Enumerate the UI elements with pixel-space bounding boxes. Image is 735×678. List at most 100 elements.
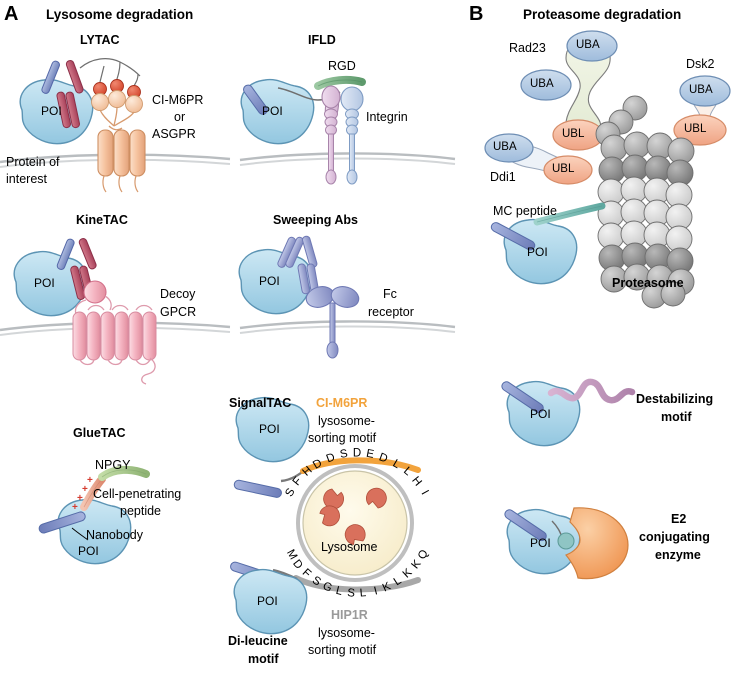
rad23-uba-top xyxy=(566,30,618,62)
lytac-title: LYTAC xyxy=(80,33,120,47)
e2-label-2: conjugating xyxy=(639,530,710,544)
ifld-integrin-beta xyxy=(340,86,364,185)
svg-text:+: + xyxy=(82,484,88,495)
ifld-title: IFLD xyxy=(308,33,336,47)
kinetac-title: KineTAC xyxy=(76,213,128,227)
gluetac-charges: ++ ++ xyxy=(72,475,93,513)
gluetac-npgy-label: NPGY xyxy=(95,458,131,472)
sweeping-receptor-label-2: receptor xyxy=(368,305,414,319)
panel-a-letter: A xyxy=(4,3,19,25)
rad23-uba-mid-label: UBA xyxy=(530,78,554,90)
signaltac-poi-top-label: POI xyxy=(259,422,280,436)
proteasome-barrel xyxy=(595,95,695,309)
ddi1-ubl-label: UBL xyxy=(552,163,575,175)
lytac-glycan-spheres xyxy=(91,79,143,113)
sweeping-fc-receptor xyxy=(305,286,360,359)
signaltac-poi-bottom-label: POI xyxy=(257,594,278,608)
signaltac-title: SignalTAC xyxy=(229,396,292,410)
ifld-rgd-label: RGD xyxy=(328,59,356,73)
ifld-integrin-alpha xyxy=(321,85,341,185)
kinetac-receptor-label-1: Decoy xyxy=(160,287,196,301)
signaltac-lysosome xyxy=(296,464,414,582)
ddi1-uba-label: UBA xyxy=(493,141,517,153)
destabilizing-label-1: Destabilizing xyxy=(636,392,714,406)
lytac-receptor-label-2: or xyxy=(174,110,186,124)
gluetac-cpp-label-1: Cell-penetrating xyxy=(93,487,182,501)
dsk2-uba xyxy=(679,75,731,107)
signaltac-sorting-motif-top xyxy=(300,457,421,474)
svg-text:+: + xyxy=(77,493,83,504)
gluetac-title: GlueTAC xyxy=(73,426,126,440)
ifld-poi-blob xyxy=(240,78,315,145)
sweeping-receptor-label-1: Fc xyxy=(383,287,397,301)
mc-binder xyxy=(490,222,536,251)
panel-a-title: Lysosome degradation xyxy=(46,7,194,22)
signaltac-top-motif-2: sorting motif xyxy=(308,431,377,445)
svg-text:+: + xyxy=(87,475,93,486)
e2-enzyme-shape xyxy=(565,507,629,580)
kinetac-receptor-label-2: GPCR xyxy=(160,305,197,319)
gluetac-npgy xyxy=(98,465,150,481)
ddi1-label: Ddi1 xyxy=(490,170,516,184)
rad23-label: Rad23 xyxy=(509,41,546,55)
ifld-rgd-ligand xyxy=(314,75,366,90)
sweeping-antibody xyxy=(277,235,319,295)
e2-ubiquitin-sphere xyxy=(557,532,575,550)
lysosome-label: Lysosome xyxy=(321,540,378,554)
lytac-glycan-linker xyxy=(79,58,141,87)
sweeping-title: Sweeping Abs xyxy=(273,213,358,227)
ifld-integrin-label: Integrin xyxy=(366,110,408,124)
signaltac-top-receptor-label: CI-M6PR xyxy=(316,396,368,410)
lysosome-enzymes xyxy=(319,487,387,545)
rad23-uba-top-label: UBA xyxy=(576,39,600,51)
gluetac-cpp-label-2: peptide xyxy=(120,504,162,518)
mc-peptide-strand xyxy=(533,202,606,226)
svg-text:+: + xyxy=(72,502,78,513)
ddi1-ubl xyxy=(543,155,593,185)
signaltac-poi-top xyxy=(235,396,310,463)
e2-binder xyxy=(504,509,547,542)
gluetac-nanobody xyxy=(38,511,86,534)
lytac-poi-note-1: Protein of xyxy=(6,155,60,169)
lytac-receptor-cylinders xyxy=(97,129,146,193)
rad23-ubl-label: UBL xyxy=(562,128,585,140)
e2-label-1: E2 xyxy=(671,512,687,526)
kinetac-chemokine-sphere xyxy=(83,280,107,304)
gluetac-poi-label: POI xyxy=(78,544,99,558)
sweeping-poi-label: POI xyxy=(259,274,280,288)
mc-poi-label: POI xyxy=(527,245,548,259)
signaltac-top-motif-1: lysosome- xyxy=(318,414,375,428)
dsk2-ubl-label: UBL xyxy=(684,123,707,135)
ifld-poi-label: POI xyxy=(262,104,283,118)
signaltac-bottom-motif-1: lysosome- xyxy=(318,626,375,640)
destabilizing-label-2: motif xyxy=(661,410,692,424)
kinetac-antibody xyxy=(56,238,97,300)
signaltac-dileucine-1: Di-leucine xyxy=(228,634,288,648)
e2-poi-label: POI xyxy=(530,536,551,550)
lytac-antibody xyxy=(41,59,84,129)
lytac-receptor-stalk xyxy=(99,106,135,131)
ifld-nanobody xyxy=(243,84,268,115)
destabilizing-binder xyxy=(501,381,544,414)
kinetac-gpcr-loops xyxy=(74,295,153,315)
mc-peptide-label: MC peptide xyxy=(493,204,557,218)
lytac-poi-note-2: interest xyxy=(6,172,47,186)
signaltac-binder-top xyxy=(233,479,282,498)
sweeping-membrane xyxy=(239,320,456,334)
destabilizing-motif-strand xyxy=(547,378,636,404)
panel-b-title: Proteasome degradation xyxy=(523,7,682,22)
lytac-receptor-label-1: CI-M6PR xyxy=(152,93,204,107)
e2-label-3: enzyme xyxy=(655,548,701,562)
ifld-membrane xyxy=(239,152,456,166)
dsk2-ubl xyxy=(673,114,727,146)
signaltac-dileucine-2: motif xyxy=(248,652,279,666)
gluetac-nanobody-label: Nanobody xyxy=(86,528,143,542)
ddi1-uba xyxy=(484,133,534,163)
gluetac-nanobody-leader xyxy=(71,527,89,541)
rad23-uba-mid xyxy=(520,69,572,101)
lytac-poi-label: POI xyxy=(41,104,62,118)
gluetac-cpp xyxy=(80,475,106,511)
signaltac-poi-bottom xyxy=(233,568,308,635)
